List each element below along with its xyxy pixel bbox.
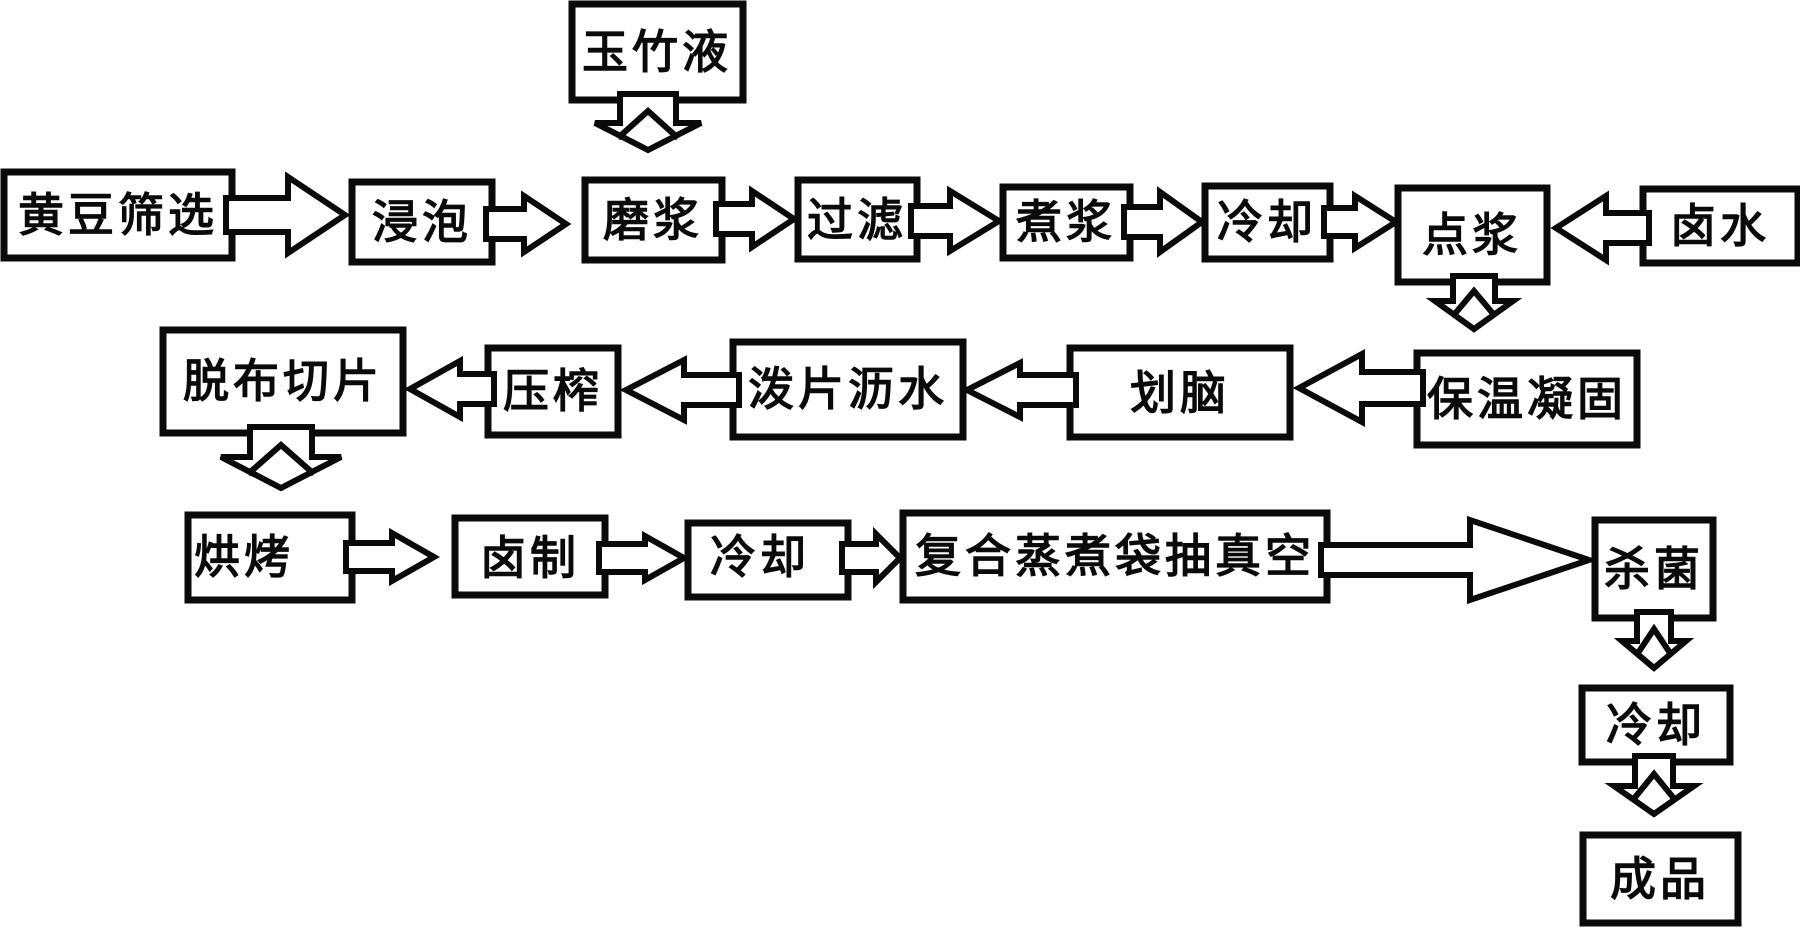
node-soaking-label: 浸泡 [372,195,472,249]
node-cooling-1: 冷却 [1201,182,1334,263]
arrow-sterilizing-to-cooling-3 [1613,609,1695,672]
node-marinating: 卤制 [451,514,609,599]
node-cooling-2: 冷却 [684,519,852,601]
node-soybean-screening-label: 黄豆筛选 [18,188,218,242]
arrow-yuzhu-liquid-to-grinding-chevron [615,106,681,141]
node-pressing-label: 压榨 [503,364,603,418]
node-vacuum-packing-label: 复合蒸煮袋抽真空 [915,529,1315,583]
node-cooling-3: 冷却 [1578,684,1734,766]
node-filtering-label: 过滤 [807,193,907,247]
node-cooling-3-box [1578,684,1734,766]
arrow-baking-to-marinating [343,527,441,587]
node-brine-label: 卤水 [1670,199,1770,253]
node-grinding: 磨浆 [581,176,726,264]
node-yuzhu-liquid: 玉竹液 [568,0,747,104]
arrow-curd-cutting-to-slice-draining [960,358,1079,422]
arrow-warm-solidifying-to-curd-cutting [1292,348,1426,428]
arrow-filtering-to-boiling [908,185,1005,257]
node-decloth-slicing: 脱布切片 [159,326,407,437]
node-grinding-label: 磨浆 [603,193,703,247]
arrow-decloth-slicing-to-baking-chevron [246,441,316,477]
arrow-vacuum-packing-to-sterilizing [1318,515,1599,605]
node-yuzhu-liquid-label: 玉竹液 [582,25,732,79]
arrow-coagulating-to-warm-solidifying [1425,273,1523,333]
node-marinating-label: 卤制 [480,531,580,585]
node-slice-draining-label: 泼片沥水 [748,362,948,416]
node-soaking-box [348,178,496,266]
node-filtering-box [794,176,921,263]
arrow-coagulating-to-warm-solidifying-chevron [1450,286,1498,318]
arrow-slice-draining-to-pressing [619,355,742,425]
arrow-marinating-to-cooling-2 [596,530,691,586]
node-soybean-screening: 黄豆筛选 [0,168,236,262]
node-curd-cutting-box [1066,344,1294,441]
node-slice-draining-box [729,338,967,441]
node-sterilizing-box [1591,516,1717,622]
node-soybean-screening-box [0,168,236,262]
node-boiling: 煮浆 [999,183,1134,262]
node-finished-product: 成品 [1579,831,1742,927]
node-soaking: 浸泡 [348,178,496,266]
node-boiling-label: 煮浆 [1015,195,1116,249]
node-sterilizing-label: 杀菌 [1604,542,1704,596]
node-curd-cutting-label: 划脑 [1130,366,1230,420]
node-curd-cutting: 划脑 [1066,344,1294,441]
node-coagulating-label: 点浆 [1422,208,1522,262]
arrow-cooling-1-to-coagulating [1321,190,1402,254]
node-sterilizing: 杀菌 [1591,516,1717,622]
node-marinating-box [451,514,609,599]
node-cooling-1-label: 冷却 [1217,195,1317,249]
node-slice-draining: 泼片沥水 [729,338,967,441]
node-filtering: 过滤 [794,176,921,263]
arrow-soybean-screening-to-soaking [223,171,351,259]
arrow-cooling-3-to-finished-product [1604,753,1704,818]
arrow-sterilizing-to-cooling-3-chevron [1633,623,1675,658]
node-coagulating: 点浆 [1394,184,1551,286]
node-finished-product-box [1579,831,1742,927]
arrow-soaking-to-grinding [483,190,572,258]
node-baking: 烘烤 [184,511,356,604]
node-pressing-box [484,344,622,439]
node-cooling-3-label: 冷却 [1606,698,1706,752]
node-brine: 卤水 [1639,185,1800,267]
node-warm-solidifying: 保温凝固 [1413,349,1641,449]
arrow-grinding-to-filtering [713,185,800,253]
arrow-yuzhu-liquid-to-grinding [593,91,703,154]
node-finished-product-label: 成品 [1610,852,1710,906]
node-vacuum-packing: 复合蒸煮袋抽真空 [899,509,1331,604]
node-pressing: 压榨 [484,344,622,439]
node-warm-solidifying-label: 保温凝固 [1427,372,1627,426]
node-baking-label: 烘烤 [194,530,294,584]
node-cooling-2-box [684,519,852,601]
arrow-cooling-3-to-finished-product-chevron [1629,769,1679,803]
node-decloth-slicing-label: 脱布切片 [183,354,383,408]
arrow-boiling-to-cooling-1 [1121,186,1208,258]
arrow-pressing-to-decloth-slicing [403,355,497,423]
node-coagulating-box [1394,184,1551,286]
arrow-brine-to-coagulating [1550,190,1652,266]
arrow-decloth-slicing-to-baking [219,424,343,492]
node-cooling-2-label: 冷却 [710,530,810,584]
arrow-cooling-2-to-vacuum-packing [839,526,905,590]
